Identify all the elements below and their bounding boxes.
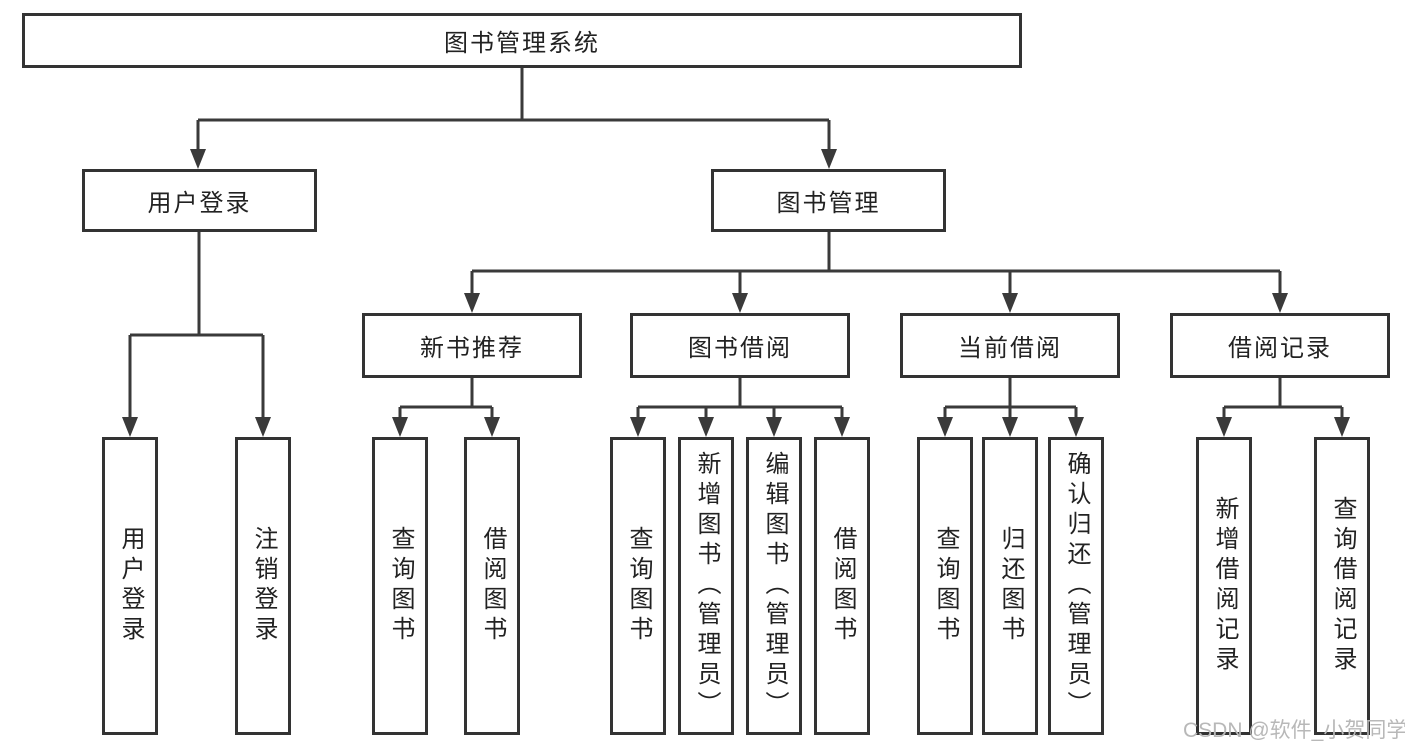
leaf-newbooks-query-books: 查询图书: [372, 437, 428, 735]
node-user-login: 用户登录: [82, 169, 317, 232]
csdn-watermark: CSDN @软件_小贺同学: [1183, 719, 1405, 742]
leaf-user-login: 用户登录: [102, 437, 158, 735]
leaf-record-add: 新增借阅记录: [1196, 437, 1252, 735]
node-book-management: 图书管理: [711, 169, 946, 232]
leaf-logout: 注销登录: [235, 437, 291, 735]
leaf-borrow-add-books-admin: 新增图书（管理员）: [678, 437, 734, 735]
leaf-label: 查询借阅记录: [1329, 496, 1356, 676]
node-borrow-record: 借阅记录: [1170, 313, 1390, 378]
leaf-label: 归还图书: [997, 526, 1024, 646]
connector-path: [128, 68, 1344, 419]
leaf-label: 查询图书: [932, 526, 959, 646]
leaf-label: 注销登录: [250, 526, 277, 646]
leaf-current-query-books: 查询图书: [917, 437, 973, 735]
leaf-record-query: 查询借阅记录: [1314, 437, 1370, 735]
leaf-borrow-query-books: 查询图书: [610, 437, 666, 735]
leaf-label: 新增借阅记录: [1211, 496, 1238, 676]
leaf-borrow-borrow-books: 借阅图书: [814, 437, 870, 735]
leaf-label: 查询图书: [625, 526, 652, 646]
leaf-label: 编辑图书（管理员）: [761, 451, 788, 721]
node-book-borrow: 图书借阅: [630, 313, 850, 378]
leaf-label: 用户登录: [117, 526, 144, 646]
leaf-label: 新增图书（管理员）: [693, 451, 720, 721]
leaf-current-confirm-return-admin: 确认归还（管理员）: [1048, 437, 1104, 735]
leaf-newbooks-borrow-books: 借阅图书: [464, 437, 520, 735]
arrowhead-icons: [122, 149, 1350, 437]
leaf-label: 借阅图书: [829, 526, 856, 646]
leaf-current-return-books: 归还图书: [982, 437, 1038, 735]
leaf-label: 查询图书: [387, 526, 414, 646]
node-new-book-recommend: 新书推荐: [362, 313, 582, 378]
leaf-label: 借阅图书: [479, 526, 506, 646]
node-root: 图书管理系统: [22, 13, 1022, 68]
leaf-borrow-edit-books-admin: 编辑图书（管理员）: [746, 437, 802, 735]
node-current-borrow: 当前借阅: [900, 313, 1120, 378]
leaf-label: 确认归还（管理员）: [1063, 451, 1090, 721]
